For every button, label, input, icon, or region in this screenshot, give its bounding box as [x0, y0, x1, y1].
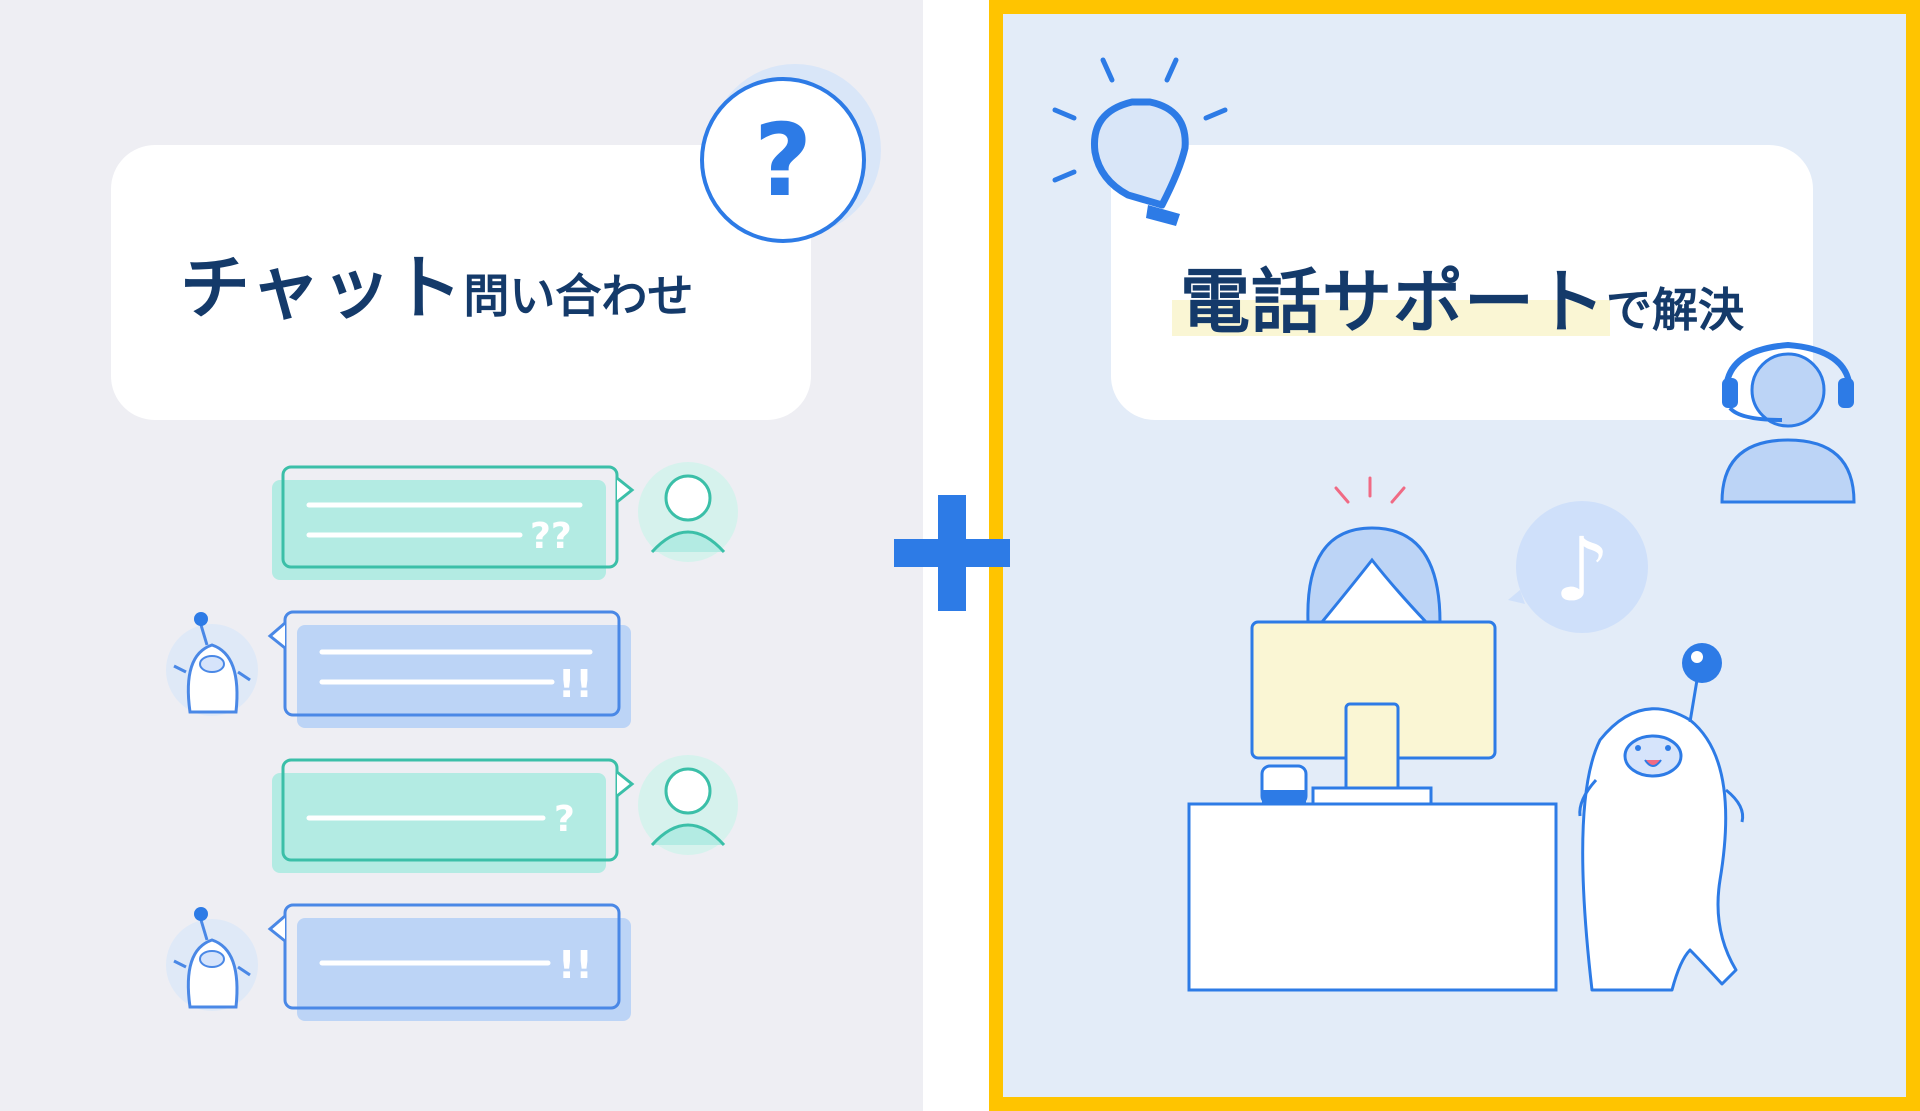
support-staff-figure	[1306, 476, 1442, 624]
chat-title-card	[111, 145, 811, 420]
chat-bubble-user-2: ?	[272, 758, 635, 873]
chat-title: チャット問い合わせ	[180, 232, 693, 333]
desk-shape	[1187, 802, 1558, 992]
lightbulb-icon	[1052, 57, 1228, 226]
user-avatar-icon	[638, 755, 738, 855]
plus-icon-horizontal	[894, 539, 1010, 567]
computer-monitor-icon	[1250, 620, 1497, 806]
chat-title-sub: 問い合わせ	[463, 269, 694, 323]
bubble-2-marks: !!	[558, 662, 593, 706]
question-badge-icon: ?	[700, 64, 881, 243]
chat-bubble-bot-1: !!	[267, 610, 631, 728]
music-note-bubble-icon: ♪	[1508, 501, 1648, 633]
title-highlight-marker	[1172, 300, 1610, 336]
seal-mascot-small-icon	[166, 612, 258, 716]
chat-bubble-bot-2: !!	[267, 903, 631, 1021]
phone-title: 電話サポートで解決	[1180, 246, 1744, 347]
chat-title-main: チャット	[180, 247, 464, 329]
bubble-4-marks: !!	[558, 943, 593, 987]
user-avatar-icon	[638, 462, 738, 562]
phone-title-sub: で解決	[1606, 283, 1744, 337]
bubble-3-marks: ?	[554, 799, 575, 840]
chat-bubble-user-1: ??	[272, 465, 635, 580]
seal-mascot-large-icon	[1578, 643, 1745, 992]
bubble-1-marks: ??	[530, 516, 572, 557]
seal-mascot-small-icon	[166, 907, 258, 1011]
phone-title-main: 電話サポート	[1180, 261, 1606, 343]
phone-title-card	[1111, 145, 1813, 420]
question-mark-glyph: ?	[754, 102, 812, 219]
music-note-glyph: ♪	[1554, 518, 1610, 621]
headset-operator-icon	[1720, 341, 1856, 504]
